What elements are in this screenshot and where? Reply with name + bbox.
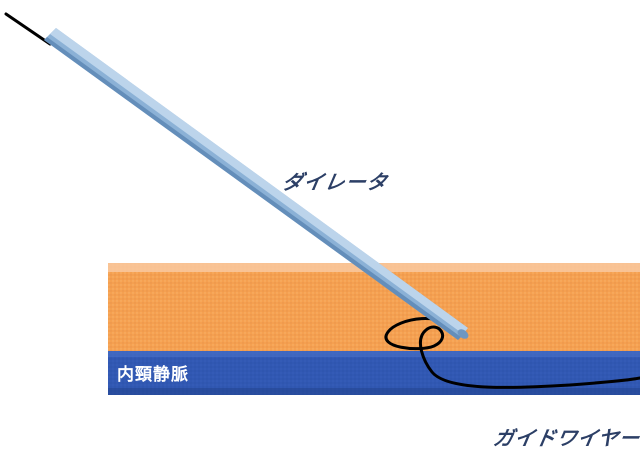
guidewire-proximal-end	[4, 12, 52, 46]
dilator-label: ダイレータ	[280, 170, 390, 194]
dilator	[44, 28, 469, 340]
guidewire-label: ガイドワイヤー	[491, 426, 640, 450]
jugular-vein-label: 内頸静脈	[117, 365, 189, 385]
guidewire-path	[384, 317, 640, 389]
vein-layer	[108, 351, 640, 395]
